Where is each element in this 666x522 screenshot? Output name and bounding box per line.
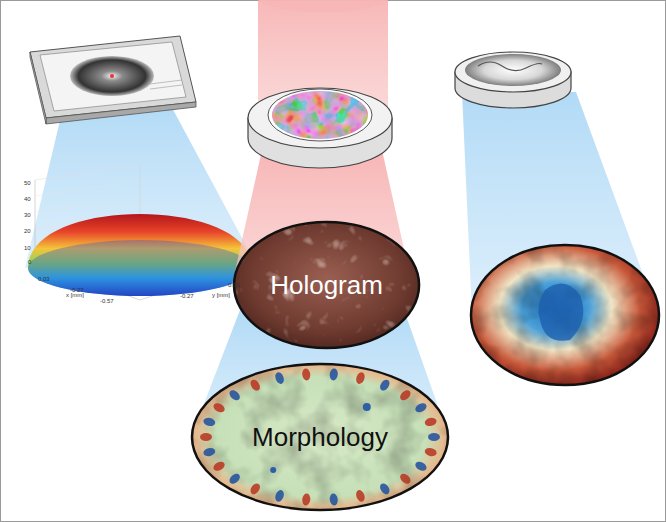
axis-label: 20 xyxy=(24,228,31,234)
axis-label: -0.27 xyxy=(70,287,84,293)
axis-label: 0.03 xyxy=(228,282,240,288)
axis-label: 10 xyxy=(24,245,31,251)
image-title: Morphology xyxy=(252,423,388,452)
petri-dish xyxy=(248,88,392,168)
flow-field-image xyxy=(470,245,660,385)
hologram-image: Hologram xyxy=(232,220,421,350)
axis-label: -0.27 xyxy=(180,293,194,299)
morphology-image: Morphology xyxy=(190,362,450,512)
axis-label: 0.03 xyxy=(38,276,50,282)
surface-plot xyxy=(28,165,255,300)
axis-label: y [mm] xyxy=(212,292,230,298)
glass-slide xyxy=(30,36,196,124)
image-title: Hologram xyxy=(270,271,383,300)
axis-label: 30 xyxy=(24,212,31,218)
axis-label: 40 xyxy=(24,196,31,202)
axis-label: 50 xyxy=(24,180,31,186)
axis-label: -0.57 xyxy=(100,298,114,304)
axis-label: 0 xyxy=(28,259,31,265)
petri-dish-right xyxy=(455,52,571,108)
